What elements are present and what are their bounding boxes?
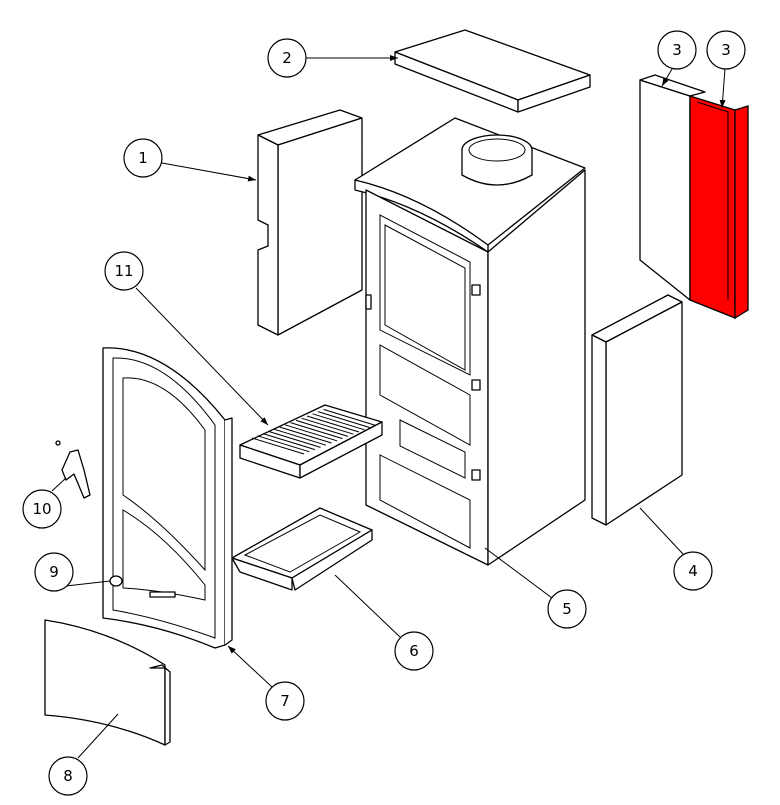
part-knob [109, 575, 123, 587]
part-rear-bricks [639, 74, 749, 320]
part-side-brick-left [257, 109, 363, 336]
part-ash-pan [231, 507, 373, 591]
callout-rear-brick-left: 3 [657, 30, 697, 70]
part-stove-body [354, 117, 586, 566]
callout-circle [394, 631, 434, 671]
callout-circle [48, 756, 88, 796]
grate-bar [312, 413, 365, 431]
grate-bar [268, 430, 321, 448]
callout-circle [104, 251, 144, 291]
grate-bar [323, 408, 376, 426]
callout-number: 9 [49, 563, 59, 581]
callout-number: 3 [721, 41, 731, 59]
callout-rear-brick-right-highlighted: 3 [706, 30, 746, 70]
grate-bar [273, 428, 327, 446]
callout-tool-handle: 10 [22, 489, 62, 529]
callout-circle [547, 589, 587, 629]
grate-bar [306, 415, 360, 433]
leader-lines [51, 55, 726, 759]
callout-side-brick-right: 4 [673, 551, 713, 591]
callout-circle [34, 552, 74, 592]
callout-knob: 9 [34, 552, 74, 592]
callout-circle [267, 38, 307, 78]
callout-lower-cover-panel: 8 [48, 756, 88, 796]
callout-number: 2 [282, 49, 292, 67]
part-cover-panel [44, 619, 171, 746]
grate-bar [279, 426, 332, 444]
part-top-plate [394, 29, 591, 113]
callout-circle [706, 30, 746, 70]
callout-grate: 11 [104, 251, 144, 291]
grate-bar [295, 419, 349, 437]
callout-number: 3 [672, 41, 682, 59]
callout-number: 1 [138, 149, 148, 167]
callout-circle [22, 489, 62, 529]
callout-number: 11 [114, 262, 133, 280]
callout-circle [657, 30, 697, 70]
part-tool-handle [55, 440, 91, 499]
part-door [102, 347, 233, 649]
callout-bubbles: 1 2 3 3 4 5 6 7 8 9 10 11 [22, 30, 746, 796]
callout-stove-body: 5 [547, 589, 587, 629]
callout-number: 5 [562, 600, 572, 618]
callout-number: 6 [409, 642, 419, 660]
part-side-brick-right [591, 294, 683, 526]
callout-circle [123, 138, 163, 178]
callout-ash-pan: 6 [394, 631, 434, 671]
part-grate [239, 404, 383, 479]
callout-number: 8 [63, 767, 73, 785]
callout-number: 7 [280, 692, 290, 710]
callout-circle [265, 681, 305, 721]
callout-number: 10 [32, 500, 51, 518]
callout-side-brick-left: 1 [123, 138, 163, 178]
callout-circle [673, 551, 713, 591]
grate-bar [290, 422, 343, 440]
callout-door: 7 [265, 681, 305, 721]
grate-bar [262, 433, 316, 451]
grate-bar [284, 424, 338, 442]
grate-bar [251, 437, 305, 455]
grate-bar [257, 435, 310, 453]
callout-top-baffle-plate: 2 [267, 38, 307, 78]
callout-number: 4 [688, 562, 698, 580]
grate-bar [317, 411, 371, 429]
grate-bar [301, 417, 354, 435]
